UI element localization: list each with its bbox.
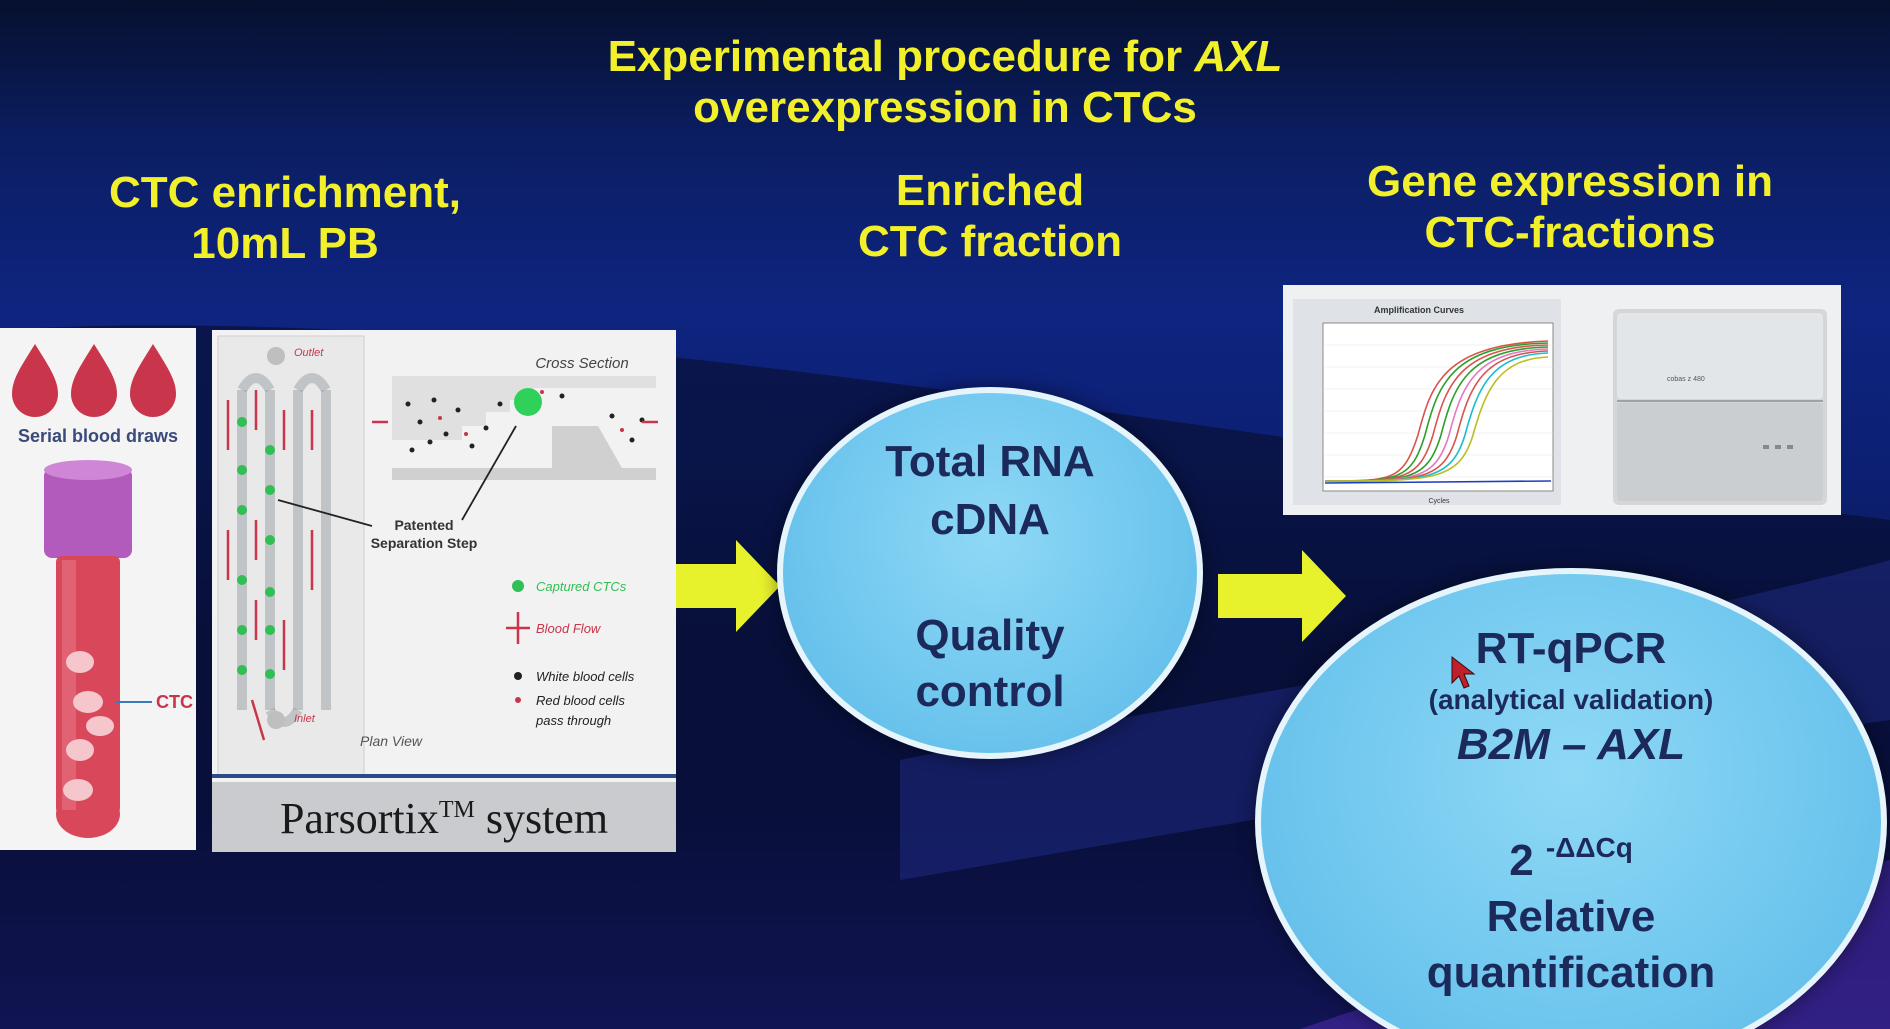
ellipse-right-line2: (analytical validation)	[1428, 684, 1714, 715]
title-line-1: Experimental procedure for AXL	[445, 32, 1445, 83]
rt-qpcr-ellipse: RT-qPCR (analytical validation) B2M – AX…	[1255, 568, 1887, 1029]
captured-ctc-cell	[514, 388, 542, 416]
ellipse-right-formula: 2 -ΔΔCq	[1261, 832, 1881, 886]
flow-arrows	[226, 390, 314, 741]
legend-rbc-icon	[515, 697, 521, 703]
slide-title: Experimental procedure for AXL overexpre…	[445, 32, 1445, 133]
arrow-right-icon	[1218, 550, 1346, 642]
blood-tube-icon	[44, 460, 152, 838]
title-gene: AXL	[1194, 32, 1283, 81]
blood-drop-icon	[12, 344, 176, 417]
ellipse-right-line3: B2M – AXL	[1456, 720, 1686, 769]
step2-heading-line1: Enriched	[895, 166, 1085, 215]
system-tm: TM	[439, 797, 475, 823]
captured-cells	[237, 417, 275, 679]
step3-heading-line2: CTC-fractions	[1424, 207, 1716, 257]
outlet-label: Outlet	[294, 347, 324, 359]
step1-heading-line1: CTC enrichment,	[108, 168, 462, 217]
formula-exponent: -ΔΔCq	[1545, 832, 1633, 863]
ellipse-mid-line3: Quality	[915, 611, 1065, 660]
system-suffix: system	[475, 794, 608, 843]
ellipse-right-line1: RT-qPCR	[1475, 624, 1667, 673]
ellipse-right-line5: Relative	[1486, 892, 1656, 941]
serial-blood-draws-caption: Serial blood draws	[18, 426, 178, 446]
qpcr-panel: Amplification Curves Cycles	[1283, 285, 1841, 515]
instrument-label: cobas z 480	[1667, 376, 1705, 383]
title-line-2: overexpression in CTCs	[693, 82, 1197, 132]
step1-heading-line2: 10mL PB	[191, 218, 379, 268]
step3-heading-line1: Gene expression in	[1367, 157, 1773, 206]
legend-captured: Captured CTCs	[536, 579, 627, 594]
blood-draw-illustration: Serial blood draws CTC	[12, 344, 193, 838]
patented-label-2: Separation Step	[371, 535, 478, 551]
legend-flow-icon	[506, 612, 530, 644]
rna-quality-ellipse: Total RNA cDNA Quality control	[777, 387, 1203, 759]
legend-captured-icon	[512, 580, 524, 592]
mouse-cursor-icon	[1451, 655, 1476, 689]
legend-wbc: White blood cells	[536, 669, 635, 684]
step1-heading: CTC enrichment, 10mL PB	[60, 168, 510, 269]
outlet-port	[267, 347, 285, 365]
step2-heading-line2: CTC fraction	[858, 216, 1122, 266]
arrow-right-icon	[676, 540, 780, 632]
plan-view-label: Plan View	[360, 733, 423, 749]
patented-label-1: Patented	[394, 517, 453, 533]
ellipse-mid-line4: control	[915, 667, 1065, 716]
ellipse-mid-line2: cDNA	[930, 495, 1050, 544]
legend-wbc-icon	[514, 672, 522, 680]
formula-base: 2	[1509, 836, 1534, 885]
chart-gridlines	[1323, 344, 1553, 478]
pcr-instrument-icon	[1613, 309, 1827, 505]
inlet-label: Inlet	[294, 713, 316, 725]
inlet-port	[267, 711, 285, 729]
blood-draw-panel: Serial blood draws CTC	[0, 328, 196, 850]
legend-flow: Blood Flow	[536, 621, 602, 636]
parsortix-diagram: Outlet Inlet Plan View Cross Section	[212, 335, 676, 852]
amplification-chart-title: Amplification Curves	[1374, 305, 1464, 315]
red-blood-cells	[438, 390, 624, 436]
ellipse-mid-line1: Total RNA	[885, 437, 1095, 486]
amplification-curves	[1324, 340, 1552, 484]
step2-heading: Enriched CTC fraction	[790, 166, 1190, 267]
system-name: Parsortix	[280, 794, 439, 843]
ctc-label: CTC	[156, 692, 193, 712]
parsortix-panel: Outlet Inlet Plan View Cross Section	[212, 330, 676, 852]
ellipse-right-line6: quantification	[1426, 948, 1716, 997]
title-prefix: Experimental procedure for	[607, 32, 1195, 81]
legend-rbc-2: pass through	[535, 713, 611, 728]
legend-rbc-1: Red blood cells	[536, 693, 625, 708]
cross-section-label: Cross Section	[535, 355, 628, 372]
qpcr-illustration: Amplification Curves Cycles	[1293, 299, 1827, 505]
parsortix-system-label: ParsortixTM system	[280, 794, 608, 843]
step3-heading: Gene expression in CTC-fractions	[1330, 157, 1810, 258]
amplification-x-label: Cycles	[1428, 498, 1450, 505]
